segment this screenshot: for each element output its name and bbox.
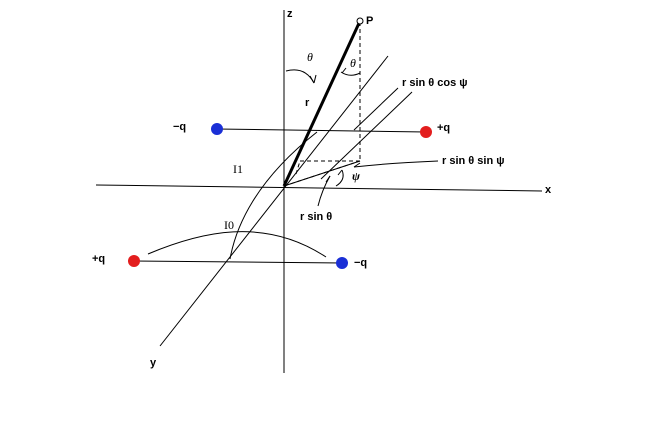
r-sin-sin-label: r sin θ sin ψ (442, 155, 505, 167)
r-sin-cos-label: r sin θ cos ψ (402, 77, 468, 89)
current-curve-i1 (229, 131, 318, 260)
r-vector (282, 20, 362, 187)
theta-arc-left-arrow1 (309, 75, 315, 84)
x-axis (95, 184, 543, 192)
current-curve-i0 (147, 231, 327, 258)
small-dashed (295, 160, 301, 175)
projection-line (320, 91, 413, 180)
point-p-marker (356, 17, 364, 25)
theta-label-left: θ (307, 50, 313, 64)
theta-arc-left-arrow2 (313, 74, 317, 84)
psi-label: ψ (352, 169, 361, 183)
charge-upper-left-label: −q (173, 121, 186, 133)
i0-label: I0 (224, 218, 234, 232)
point-p-label: P (366, 15, 373, 27)
y-axis-label: y (150, 357, 157, 369)
theta-arc-right (340, 71, 361, 76)
r-sin-label: r sin θ (300, 211, 332, 223)
psi-arc-arrow (337, 169, 343, 176)
theta-arc-right-arrow (341, 67, 347, 74)
charge-upper-left (211, 123, 223, 135)
i1-label: I1 (233, 162, 243, 176)
lower-dipole-rod (133, 260, 343, 264)
z-axis-label: z (287, 8, 293, 20)
leader-sin-sin-arrow (353, 162, 361, 168)
x-axis-label: x (545, 184, 552, 196)
leader-sin-sin (353, 160, 439, 168)
leader-r-sin (317, 175, 331, 207)
r-label: r (305, 97, 310, 109)
leader-r-sin-arrow (325, 175, 331, 183)
charge-lower-left-label: +q (92, 253, 105, 265)
psi-arc (335, 169, 344, 187)
upper-dipole-rod (216, 128, 427, 133)
leader-sin-cos (353, 87, 399, 131)
diag-dashed (283, 160, 361, 187)
charge-lower-left (128, 255, 140, 267)
charge-lower-right-label: −q (354, 257, 367, 269)
charge-lower-right (336, 257, 348, 269)
charge-upper-right (420, 126, 432, 138)
charge-upper-right-label: +q (437, 122, 450, 134)
y-axis (159, 55, 389, 347)
theta-label-right: θ (350, 56, 356, 70)
